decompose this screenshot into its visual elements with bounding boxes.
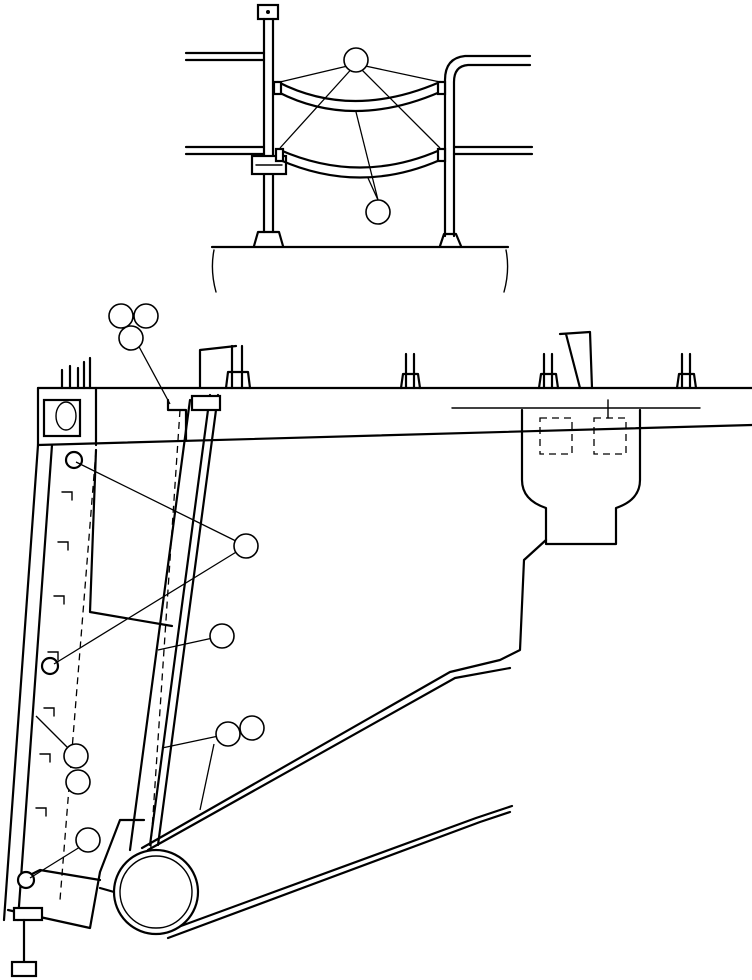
callout-balloon bbox=[209, 623, 235, 649]
callout-balloon bbox=[63, 743, 89, 769]
handrail-gate-detail bbox=[184, 3, 534, 293]
callout-balloon bbox=[239, 715, 265, 741]
drum-circle bbox=[112, 848, 200, 936]
callout-balloon bbox=[233, 533, 259, 559]
ladder-and-frame-assembly bbox=[2, 303, 752, 978]
callout-balloon bbox=[65, 769, 91, 795]
callout-balloon bbox=[343, 47, 369, 73]
callout-balloon bbox=[118, 325, 144, 351]
callout-balloon bbox=[108, 303, 134, 329]
ladder-rungs bbox=[35, 491, 73, 817]
callout-balloon bbox=[133, 303, 159, 329]
callout-balloon bbox=[215, 721, 241, 747]
callout-balloon bbox=[75, 827, 101, 853]
callout-balloon bbox=[365, 199, 391, 225]
